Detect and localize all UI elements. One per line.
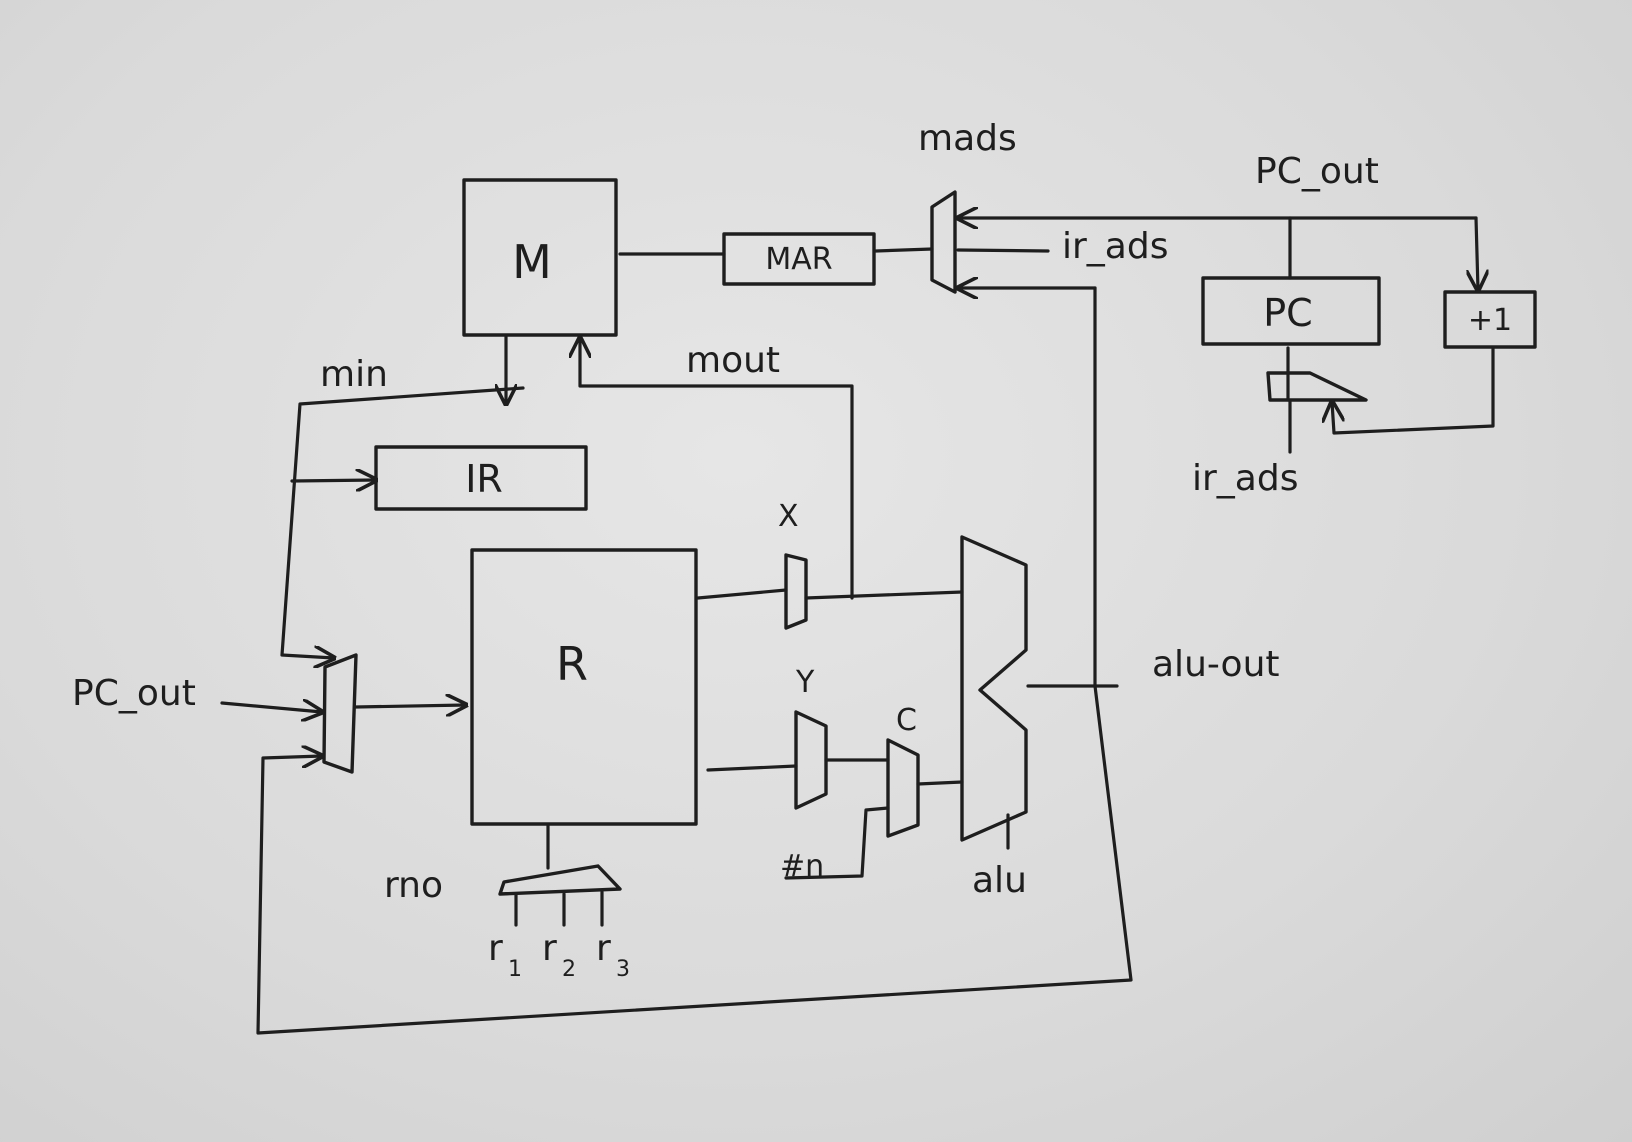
mads-label: mads <box>918 118 1017 159</box>
register-file-block <box>470 548 698 826</box>
alu-out-feedback-wire <box>256 286 1133 1035</box>
register-input-mux <box>322 653 358 774</box>
r1-label: r <box>488 928 503 969</box>
incrementer-block <box>1443 290 1537 349</box>
y-mux <box>794 710 828 810</box>
r3-subscript: 3 <box>616 957 630 982</box>
mout-wire <box>580 338 854 600</box>
rno-label: rno <box>384 865 443 906</box>
pc-out-left-label: PC_out <box>72 673 196 714</box>
register-mux-to-r-wire <box>354 705 466 707</box>
memory-block <box>462 178 618 337</box>
pc-label: PC <box>1263 291 1312 335</box>
mar-block <box>722 232 876 286</box>
c-mux-to-alu-wire <box>916 780 964 786</box>
mads-to-mar-wire <box>874 247 934 253</box>
alu-block <box>960 535 1028 842</box>
mads-mux <box>930 190 957 294</box>
register-file-label: R <box>556 637 588 691</box>
r-to-x-mux-wire <box>696 588 788 600</box>
mout-label: mout <box>686 340 780 381</box>
pc-out-to-register-mux-wire <box>220 703 322 712</box>
hash-n-to-c-mux-wire <box>784 806 890 880</box>
c-label: C <box>896 703 917 738</box>
mar-label: MAR <box>765 242 832 277</box>
decoder-output-lines <box>514 890 604 927</box>
alu-label: alu <box>972 860 1027 901</box>
ir-ads-pc-label: ir_ads <box>1192 458 1298 499</box>
y-label: Y <box>795 665 815 700</box>
x-label: X <box>778 499 799 534</box>
x-mux-to-alu-wire <box>804 590 964 600</box>
min-to-register-mux-wire <box>280 386 525 658</box>
min-label: min <box>320 354 388 395</box>
min-to-ir-wire <box>290 480 376 481</box>
ir-label: IR <box>465 457 503 501</box>
r2-label: r <box>542 928 557 969</box>
r3-label: r <box>596 928 611 969</box>
c-mux <box>886 738 920 838</box>
rno-decoder <box>498 864 622 896</box>
alu-out-label: alu-out <box>1152 644 1280 685</box>
ir-ads-to-mads-wire <box>956 248 1050 253</box>
incrementer-to-pc-mux-wire <box>1332 347 1495 435</box>
memory-label: M <box>512 235 552 289</box>
ir-ads-top-label: ir_ads <box>1062 226 1168 267</box>
pc-out-to-incrementer-wire <box>1476 216 1478 290</box>
pc-out-top-label: PC_out <box>1255 151 1379 192</box>
r-to-y-mux-wire <box>706 764 798 772</box>
x-mux <box>784 553 808 630</box>
r2-subscript: 2 <box>562 957 576 982</box>
hash-n-label: #n <box>780 849 824 884</box>
r1-subscript: 1 <box>508 957 522 982</box>
incrementer-label: +1 <box>1468 303 1512 338</box>
pc-mux <box>1266 371 1368 402</box>
